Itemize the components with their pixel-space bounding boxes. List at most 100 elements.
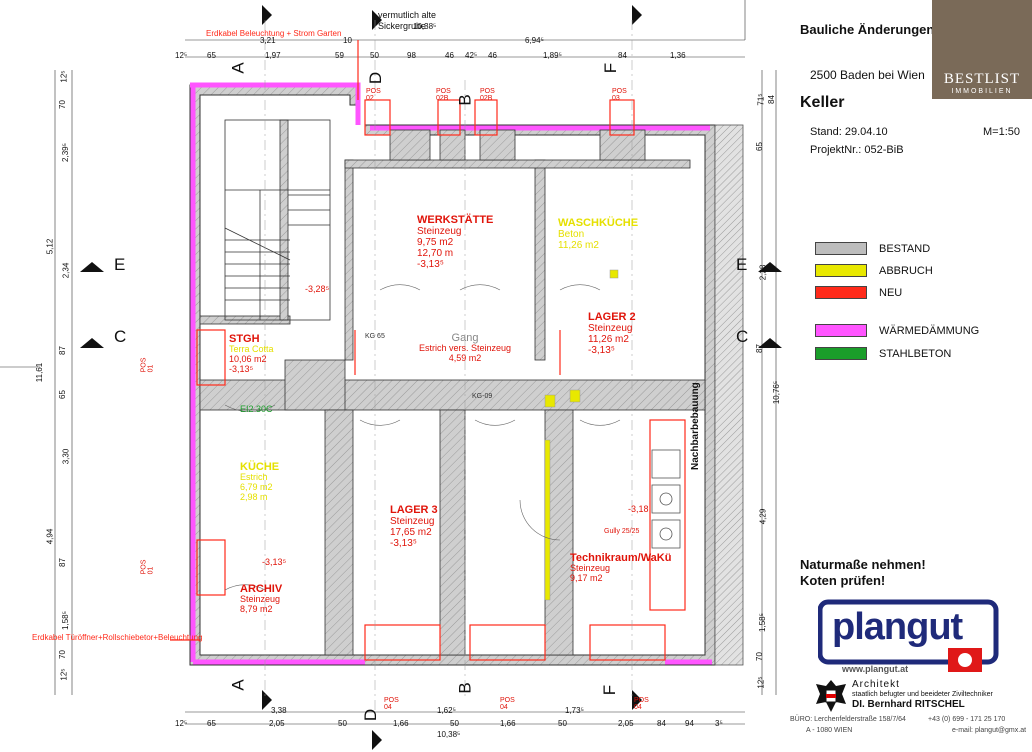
architect-phone: +43 (0) 699 - 171 25 170 <box>928 716 1006 723</box>
room-name: STGH <box>229 333 260 345</box>
room-gang: Gang Estrich vers. Steinzeug 4,59 m2 <box>410 333 520 364</box>
dim: 84 <box>766 95 776 104</box>
room-height: 2,98 m <box>240 492 268 502</box>
room-name: Technikraum/WaKü <box>570 552 672 564</box>
room-stgh: STGH Terra Cotta 10,06 m2 -3,13⁵ <box>229 333 274 375</box>
legend-label: STAHLBETON <box>879 347 952 360</box>
section-a-top: A <box>228 62 248 74</box>
dim: 12⁵ <box>59 70 69 83</box>
architect-email: e-mail: plangut@gmx.at <box>952 727 1027 734</box>
room-area: 6,79 m2 <box>240 482 273 492</box>
dim: 70 <box>57 100 67 109</box>
pos-label: POS 01 <box>140 559 155 575</box>
note-line2: Koten prüfen! <box>800 573 886 588</box>
new-elements <box>170 40 686 661</box>
dim: 65 <box>754 142 764 151</box>
dim: 2,28 <box>758 264 768 281</box>
plangut-logo-frame <box>818 599 999 672</box>
dim: 70 <box>754 652 764 661</box>
dim: 3,21 <box>260 36 276 45</box>
dim: 50 <box>370 51 379 60</box>
room-area: 9,75 m2 <box>417 237 454 248</box>
dim: 1,62⁵ <box>437 706 456 715</box>
section-e-right: E <box>736 255 748 274</box>
room-floor: Steinzeug <box>570 563 611 573</box>
section-b-bottom: B <box>455 682 475 694</box>
dim: 59 <box>335 51 344 60</box>
sickergrube-note: vermutlich alte Sickergrube <box>378 10 436 32</box>
legend-label: NEU <box>879 286 903 299</box>
room-area: 11,26 m2 <box>588 334 629 345</box>
room-area: 9,17 m2 <box>570 573 603 583</box>
room-kuche: KÜCHE Estrich 6,79 m2 2,98 m <box>240 462 279 503</box>
room-name: WERKSTÄTTE <box>417 214 494 226</box>
cable-bottom-note: Erdkabel Türöffner+Rollschiebetor+Beleuc… <box>32 633 203 642</box>
room-name: LAGER 2 <box>588 311 636 323</box>
note-line1: Naturmaße nehmen! <box>800 557 926 572</box>
dim: 3,30 <box>61 448 71 465</box>
section-markers <box>80 5 782 750</box>
legend-label: BESTAND <box>879 242 931 255</box>
dimension-lines <box>0 0 777 725</box>
level-stair: -3,28⁵ <box>305 284 330 294</box>
dim: 65 <box>57 390 67 399</box>
dim: 3⁵ <box>715 719 723 728</box>
room-technik: Technikraum/WaKü Steinzeug 9,17 m2 <box>570 552 672 584</box>
dim: 1,58⁵ <box>757 613 767 632</box>
notes: Naturmaße nehmen! Koten prüfen! <box>800 557 926 589</box>
room-floor: Steinzeug <box>417 226 462 237</box>
legend-item-bestand: BESTAND <box>815 242 930 255</box>
dim: 4,94 <box>45 528 55 545</box>
dim: 1,66 <box>500 719 516 728</box>
architect-block: Architekt staatlich befugter und beeidet… <box>852 680 1027 710</box>
dim: 84 <box>657 719 666 728</box>
dim: 46 <box>445 51 454 60</box>
dim: 1,89⁵ <box>543 51 562 60</box>
room-level: -3,13⁵ <box>417 259 444 270</box>
dim: 3,38 <box>271 706 287 715</box>
staircase <box>224 119 331 321</box>
dim: 11,61 <box>35 362 45 383</box>
dim: 1,73⁵ <box>565 706 584 715</box>
dim: 2,05 <box>269 719 285 728</box>
dim: 2,39⁵ <box>60 143 70 162</box>
dim: 2,05 <box>618 719 634 728</box>
technik-fixtures <box>651 449 681 549</box>
legend-label: WÄRMEDÄMMUNG <box>879 324 980 337</box>
drawing-level: Keller <box>800 94 845 111</box>
dim: 1,66 <box>393 719 409 728</box>
dim: 4,29 <box>758 508 768 525</box>
dim: 50 <box>450 719 459 728</box>
legend-label: ABBRUCH <box>879 264 933 277</box>
dim: 10 <box>343 36 352 45</box>
sickergrube-line1: vermutlich alte <box>378 10 437 20</box>
dim: 10,38⁵ <box>437 730 461 739</box>
room-perimeter: 12,70 m <box>417 248 454 259</box>
demolition-elements <box>544 269 619 601</box>
dim: 2,34 <box>61 262 71 279</box>
kg-label: KG-09 <box>472 393 493 400</box>
room-area: 4,59 m2 <box>448 353 482 363</box>
drawing-scale: M=1:50 <box>983 126 1020 138</box>
pos-label: POS 04 <box>384 697 399 711</box>
cable-top-note: Erdkabel Beleuchtung + Strom Garten <box>206 29 342 38</box>
section-d-top: D <box>366 71 386 85</box>
dim: 65 <box>207 51 216 60</box>
room-level: -3,13⁵ <box>390 538 417 549</box>
architect-role: Architekt <box>852 679 900 690</box>
architect-city: A - 1080 WIEN <box>806 727 853 734</box>
kg65-label: KG 65 <box>365 333 385 340</box>
room-floor: Steinzeug <box>390 516 435 527</box>
section-f-top: F <box>601 62 621 74</box>
room-level: -3,13⁵ <box>229 364 254 374</box>
room-level: -3,13⁵ <box>588 345 615 356</box>
room-waschkuche: WASCHKÜCHE Beton 11,26 m2 <box>558 218 638 252</box>
dim: 87 <box>57 346 67 355</box>
section-a-bottom: A <box>228 679 248 691</box>
project-title: Bauliche Änderungen <box>800 22 935 37</box>
coat-of-arms-icon <box>816 680 846 712</box>
pos-label: POS 02B <box>480 88 495 102</box>
brand-name: BESTLIST <box>943 71 1021 87</box>
dim: 10,38⁵ <box>413 22 437 31</box>
